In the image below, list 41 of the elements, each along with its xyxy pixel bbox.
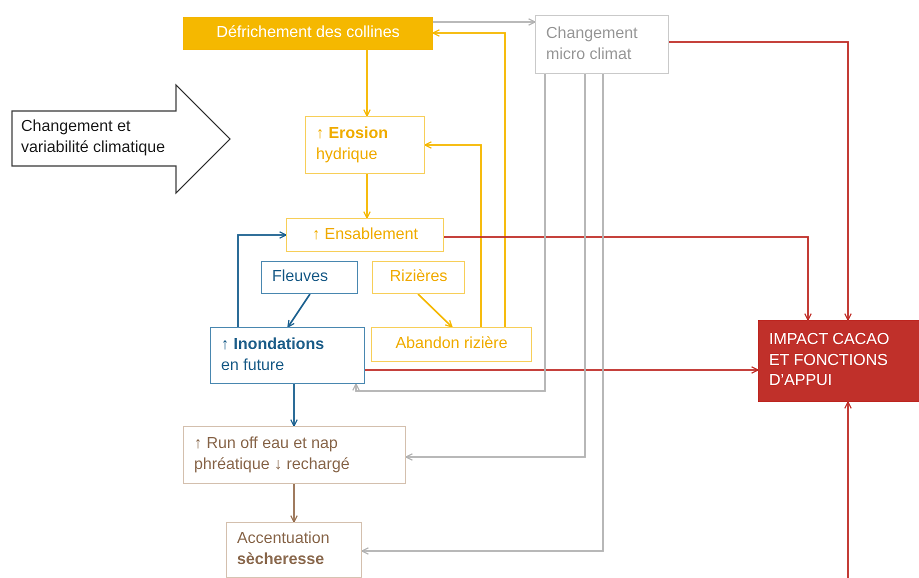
arrow (432, 29, 506, 327)
box-label: Changement et variabilité climatique (21, 117, 166, 158)
filled-box (183, 17, 433, 50)
process-box (261, 261, 358, 294)
box-label: Défrichement des collines (216, 23, 400, 44)
box-label: ↑ Ensablement (312, 224, 418, 245)
arrow (363, 50, 371, 117)
block-arrow (10, 83, 230, 193)
arrow (444, 236, 812, 321)
box-label: ↑ Inondations en future (221, 334, 326, 376)
arrow (405, 74, 586, 461)
box-label: IMPACT CACAO ET FONCTIONS D’APPUI (769, 330, 890, 392)
box-label: ↑ Erosion hydrique (316, 124, 390, 165)
arrow (361, 74, 604, 555)
impact-box (758, 320, 919, 402)
arrow (363, 174, 371, 219)
arrow (287, 294, 311, 328)
arrow (417, 293, 453, 328)
box-label: Rizières (390, 267, 448, 288)
process-box (535, 15, 669, 74)
arrow (669, 41, 852, 321)
arrow (844, 401, 852, 578)
process-box (371, 327, 532, 362)
arrow (290, 484, 298, 523)
process-box (372, 261, 465, 294)
arrow (433, 18, 536, 26)
process-box (210, 327, 365, 384)
process-box (286, 218, 444, 252)
arrow (237, 231, 287, 327)
process-box (226, 522, 362, 578)
box-label: ↑ Run off eau et nap phréatique ↓ rechargé (194, 434, 351, 475)
process-box (183, 426, 406, 484)
box-label: Accentuation sècheresse (237, 529, 331, 570)
process-box (305, 116, 425, 174)
arrow (424, 141, 482, 327)
arrow (352, 74, 546, 392)
box-label: Abandon rizière (395, 334, 508, 354)
box-label: Fleuves (272, 267, 328, 288)
arrow (290, 384, 298, 427)
arrow (365, 366, 759, 374)
box-label: Changement micro climat (546, 24, 639, 64)
